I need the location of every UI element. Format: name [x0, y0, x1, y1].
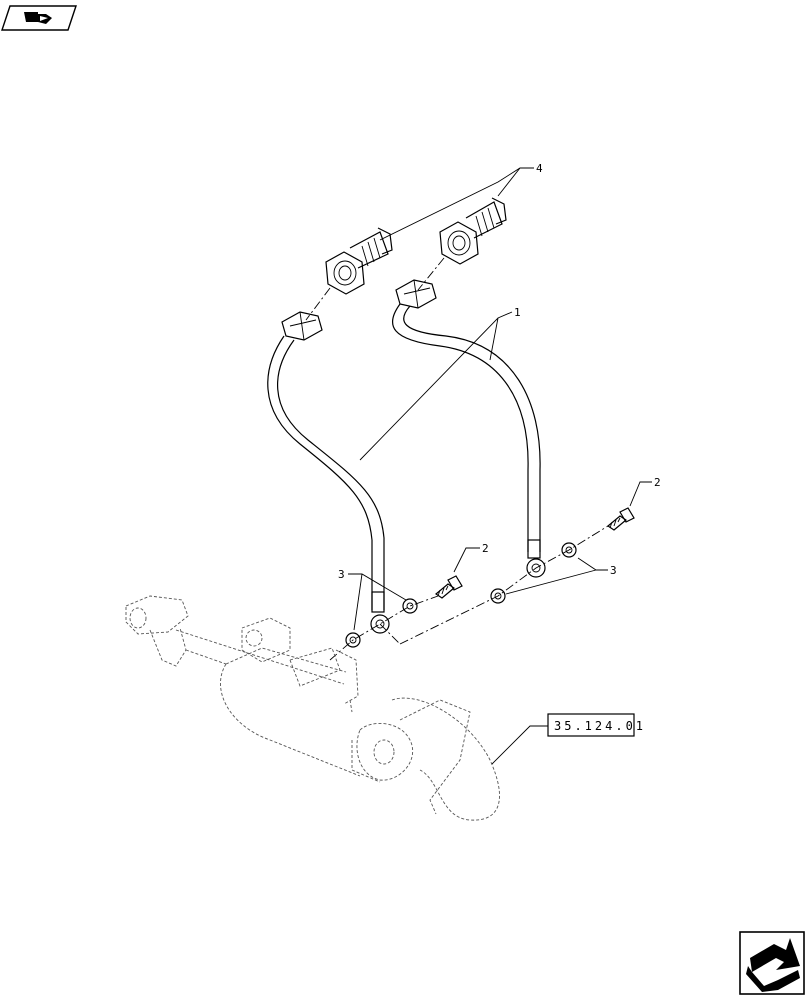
reference-label: 35.124.01	[554, 719, 646, 733]
next-page-arrow-icon	[746, 938, 800, 992]
next-page-button[interactable]	[739, 931, 805, 995]
prev-page-arrow-icon	[24, 12, 52, 24]
callout-bolt-upper: 2	[654, 476, 661, 489]
bolt-left	[434, 575, 463, 599]
callout-bolt-lower: 2	[482, 542, 489, 555]
washer-left-inner	[345, 632, 361, 648]
coupler-right	[439, 197, 507, 265]
washer-right-inner	[490, 588, 506, 604]
prev-page-button[interactable]	[1, 5, 77, 31]
hose-right	[391, 279, 546, 578]
callout-coupler: 4	[536, 162, 543, 175]
callout-washer-left: 3	[338, 568, 345, 581]
hose-left	[267, 311, 390, 634]
cylinder-ghost	[125, 595, 500, 821]
washer-right-outer	[561, 542, 577, 558]
coupler-left	[325, 227, 393, 295]
callout-hose: 1	[514, 306, 521, 319]
reference-link[interactable]: 35.124.01	[547, 713, 646, 737]
callout-washer-right: 3	[610, 564, 617, 577]
washer-left-outer	[402, 598, 418, 614]
bolt-right	[606, 507, 635, 531]
